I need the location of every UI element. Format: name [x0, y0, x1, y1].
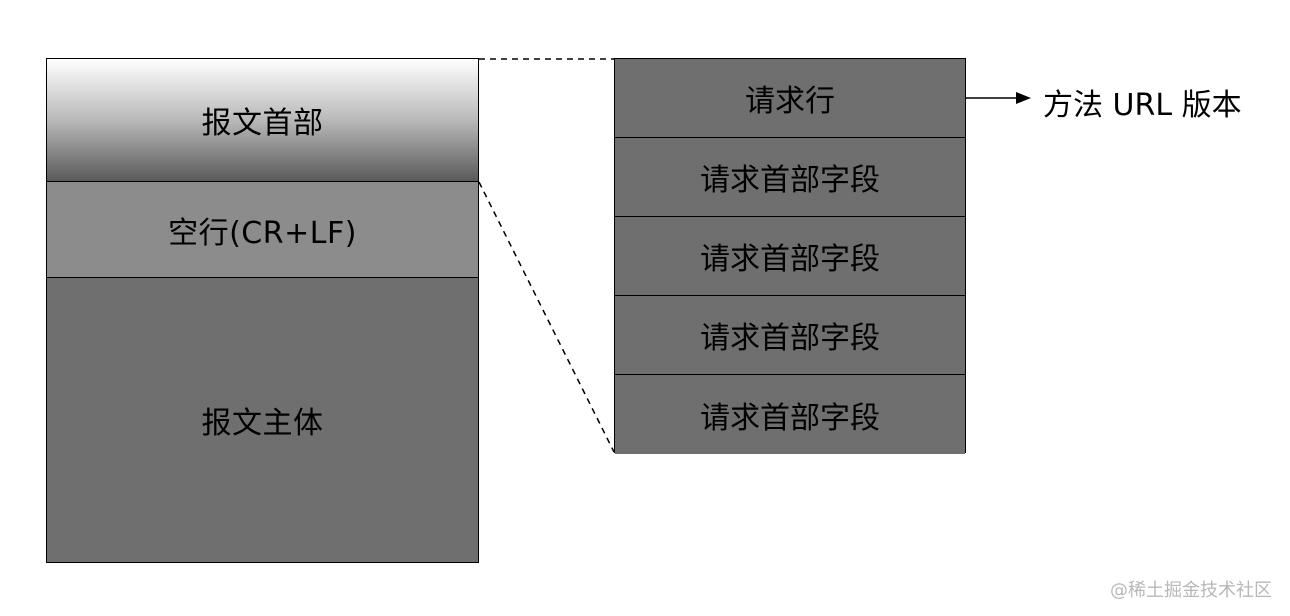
request-header-field-row: 请求首部字段 [615, 217, 965, 296]
zoom-connector-bottom [478, 181, 615, 453]
request-line-detail-label: 方法 URL 版本 [1043, 88, 1242, 123]
watermark: @稀土掘金技术社区 [1110, 580, 1272, 601]
request-header-field-label: 请求首部字段 [700, 400, 880, 436]
blank-line-label: 空行(CR+LF) [168, 215, 357, 251]
request-header-field-label: 请求首部字段 [700, 242, 880, 277]
message-body-block: 报文主体 [47, 278, 478, 562]
request-header-field-label: 请求首部字段 [700, 163, 880, 198]
message-body-label: 报文主体 [201, 406, 324, 441]
blank-line-block: 空行(CR+LF) [47, 182, 478, 278]
request-header-field-label: 请求首部字段 [700, 321, 880, 356]
request-line-label: 请求行 [745, 84, 835, 119]
request-header-field-row: 请求首部字段 [615, 296, 965, 375]
request-line-row: 请求行 [615, 59, 965, 138]
arrow-head-icon [1016, 92, 1031, 104]
message-header-label: 报文首部 [201, 106, 324, 141]
request-header-field-row: 请求首部字段 [615, 138, 965, 217]
message-header-block: 报文首部 [47, 59, 478, 182]
request-header-field-row: 请求首部字段 [615, 375, 965, 454]
http-message-box: 报文首部 空行(CR+LF) 报文主体 [46, 58, 479, 563]
request-header-box: 请求行 请求首部字段 请求首部字段 请求首部字段 请求首部字段 [614, 58, 966, 454]
